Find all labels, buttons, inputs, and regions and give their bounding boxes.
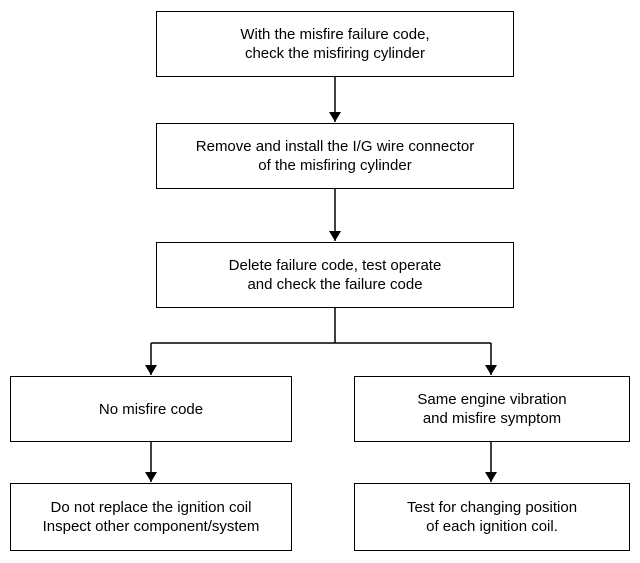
step-reinstall-ig-connector: Remove and install the I/G wire connecto… bbox=[156, 123, 514, 189]
node-text-line: Delete failure code, test operate bbox=[228, 257, 442, 274]
node-text-line: With the misfire failure code, bbox=[240, 26, 430, 43]
action-inspect-other-components: Do not replace the ignition coil Inspect… bbox=[10, 483, 292, 551]
node-text-line: and check the failure code bbox=[247, 276, 423, 293]
node-text-line: of each ignition coil. bbox=[426, 518, 558, 535]
node-text-line: No misfire code bbox=[98, 400, 204, 418]
outcome-same-symptom: Same engine vibration and misfire sympto… bbox=[354, 376, 630, 442]
node-text-line: Test for changing position bbox=[406, 499, 578, 516]
node-text-line: of the misfiring cylinder bbox=[258, 157, 412, 174]
node-text-line: check the misfiring cylinder bbox=[244, 45, 426, 62]
node-text-line: Same engine vibration bbox=[417, 391, 567, 408]
node-text-line: and misfire symptom bbox=[422, 410, 562, 427]
step-delete-and-recheck-code: Delete failure code, test operate and ch… bbox=[156, 242, 514, 308]
node-text-line: Do not replace the ignition coil bbox=[50, 499, 252, 516]
outcome-no-misfire-code: No misfire code bbox=[10, 376, 292, 442]
node-text-line: Remove and install the I/G wire connecto… bbox=[195, 138, 475, 155]
action-test-coil-position: Test for changing position of each ignit… bbox=[354, 483, 630, 551]
node-text-line: Inspect other component/system bbox=[42, 518, 260, 535]
step-check-misfiring-cylinder: With the misfire failure code, check the… bbox=[156, 11, 514, 77]
